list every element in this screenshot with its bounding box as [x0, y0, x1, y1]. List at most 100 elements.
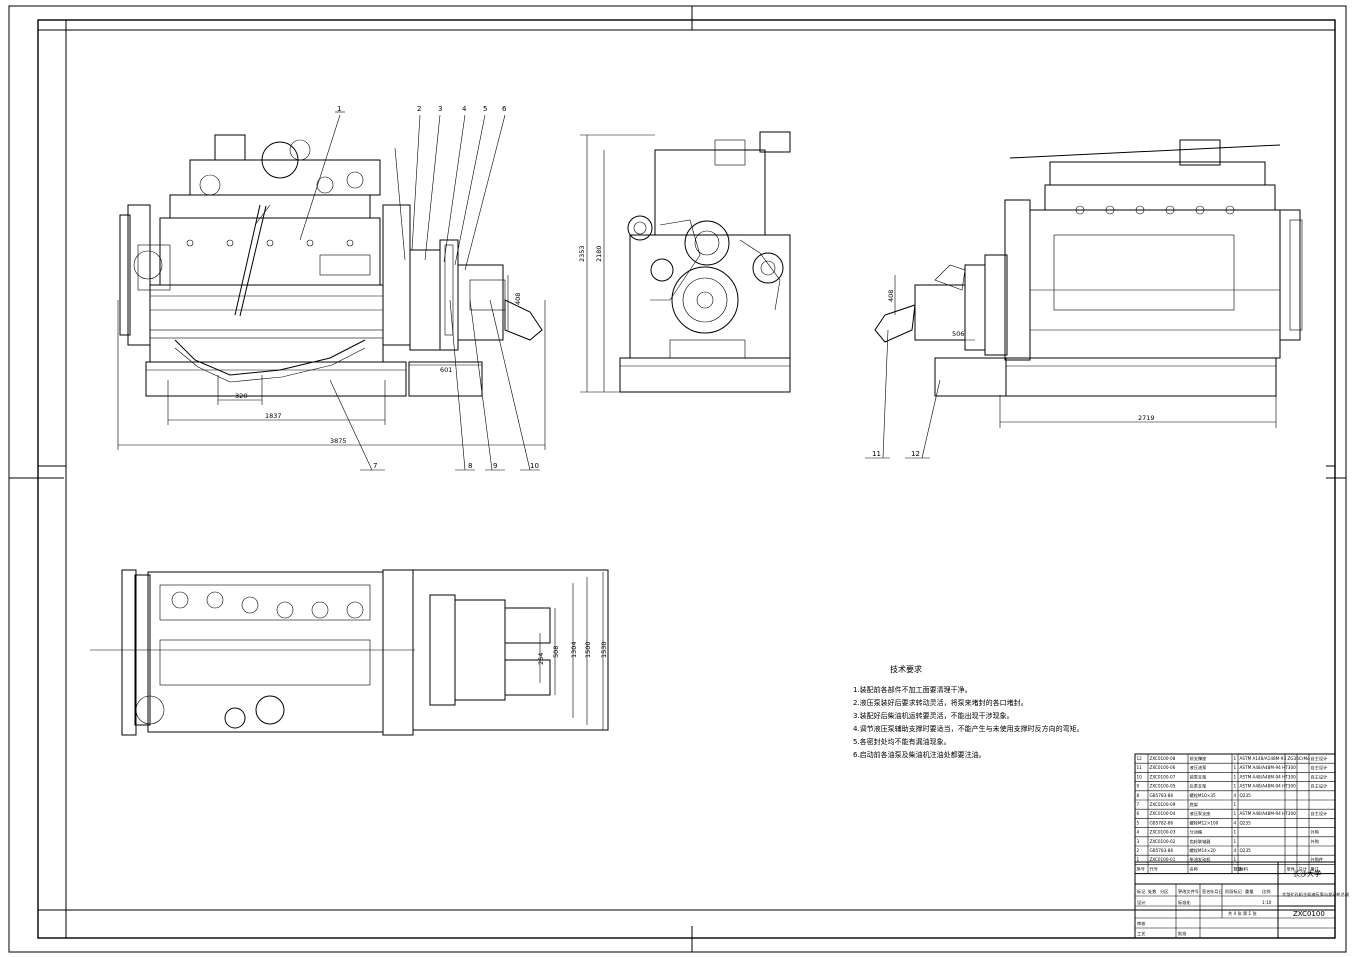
parts-row-11-note: 自主设计: [1311, 764, 1328, 771]
title-block-label: 重量: [1245, 888, 1253, 895]
dim-1530: 1530: [600, 641, 608, 658]
drawing-name: 大型扩孔机主机液压泵与发动机总成: [1282, 891, 1349, 898]
parts-row-10-material: ASTM A48/A48M-94 HT300: [1240, 774, 1297, 779]
parts-row-4-name: 分动箱: [1190, 829, 1203, 836]
parts-row-6-material: ASTM A48/A48M-94 HT300: [1240, 811, 1297, 816]
parts-header-code: 代号: [1150, 865, 1158, 872]
parts-row-4-no: 4: [1137, 830, 1140, 835]
parts-header-no: 序号: [1137, 865, 1145, 872]
title-block-label: 阶段标记: [1225, 888, 1243, 895]
parts-row-9-material: ASTM A48/A48M-94 HT300: [1240, 784, 1297, 789]
parts-row-8-no: 8: [1137, 793, 1140, 798]
parts-row-6-qty: 1: [1234, 811, 1237, 816]
title-block-label: 审核: [1137, 920, 1146, 927]
title-block-label: 年月日: [1210, 888, 1223, 895]
callout-10: 10: [530, 462, 539, 470]
parts-row-11-code: ZXC0100-06: [1150, 765, 1176, 770]
parts-row-12-code: ZXC0100-08: [1150, 756, 1176, 761]
centering-marks: [9, 6, 1346, 952]
parts-row-8-code: GB5783-86: [1150, 793, 1174, 798]
parts-row-2-material: Q235: [1240, 848, 1252, 853]
dim-408-rear: 408: [887, 290, 895, 302]
dim-408-front: 408: [514, 293, 522, 305]
dim-1304: 1304: [570, 641, 578, 658]
dim-1837: 1837: [265, 412, 282, 420]
parts-row-10-name: 前泵支架: [1190, 773, 1207, 780]
parts-row-8-qty: 4: [1234, 793, 1237, 798]
parts-row-3-note: 外购: [1311, 838, 1319, 845]
parts-header-name: 名称: [1190, 865, 1198, 872]
outer-frame: [8, 5, 1347, 953]
technical-requirements: 技术要求 1.装配前各部件不加工面要清理干净。 2.液压泵装好后要求转动灵活，将…: [853, 664, 1084, 759]
parts-row-1-no: 1: [1137, 857, 1140, 862]
parts-row-9-qty: 1: [1234, 784, 1237, 789]
title-block: 长沙大学 大型扩孔机主机液压泵与发动机总成 ZXC0100 1:10 共 4 张…: [1134, 861, 1349, 939]
dim-506: 506: [952, 330, 964, 338]
parts-row-4-code: ZXC0100-03: [1150, 830, 1176, 835]
title-block-label: 比例: [1262, 888, 1270, 895]
parts-row-7-name: 底架: [1190, 801, 1198, 808]
dim-508: 508: [552, 646, 560, 658]
parts-row-6-no: 6: [1137, 811, 1140, 816]
tech-note-4: 4.调节液压泵辅助支撑时要适当，不能产生与未使用支撑时反方向的弯矩。: [853, 724, 1084, 733]
parts-row-4-note: 外购: [1311, 829, 1319, 836]
tech-note-3: 3.装配好后柴油机运转要灵活，不能出现干涉现象。: [853, 711, 1014, 720]
parts-row-5-material: Q235: [1240, 820, 1252, 825]
parts-row-11-qty: 1: [1234, 765, 1237, 770]
title-block-label: 处数: [1148, 888, 1157, 895]
parts-row-11-name: 液压油泵: [1190, 764, 1207, 771]
callout-11: 11: [872, 450, 881, 458]
parts-row-6-code: ZXC0100-04: [1150, 811, 1176, 816]
parts-row-8-material: Q235: [1240, 793, 1252, 798]
parts-row-3-name: 齿轮联轴器: [1190, 838, 1212, 845]
parts-row-5-name: 螺栓M12×100: [1190, 819, 1219, 826]
parts-row-7-code: ZXC0100-09: [1150, 802, 1176, 807]
parts-row-9-note: 自主设计: [1311, 783, 1328, 790]
callout-4: 4: [462, 105, 467, 113]
parts-row-9-code: ZXC0100-05: [1150, 784, 1176, 789]
title-block-label: 签名: [1202, 888, 1210, 895]
parts-row-12-qty: 1: [1234, 756, 1237, 761]
parts-row-10-qty: 1: [1234, 774, 1237, 779]
parts-row-11-no: 11: [1137, 765, 1143, 770]
parts-row-2-qty: 4: [1234, 848, 1237, 853]
parts-row-7-no: 7: [1137, 802, 1140, 807]
parts-row-3-no: 3: [1137, 839, 1140, 844]
parts-row-3-code: ZXC0100-02: [1150, 839, 1176, 844]
scale-value: 1:10: [1262, 900, 1272, 905]
callout-3: 3: [438, 105, 442, 113]
end-view: [580, 131, 791, 393]
parts-row-12-no: 12: [1137, 756, 1143, 761]
dim-2353: 2353: [578, 245, 586, 262]
parts-row-9-name: 后泵支架: [1190, 783, 1207, 790]
dim-601: 601: [440, 366, 452, 374]
parts-row-2-no: 2: [1137, 848, 1140, 853]
parts-row-1-note: 外购件: [1311, 856, 1324, 863]
rear-view: [865, 139, 1303, 459]
title-block-label: 设计: [1137, 899, 1145, 906]
drawing-number: ZXC0100: [1293, 910, 1325, 918]
top-view: [90, 569, 609, 736]
callout-8: 8: [468, 462, 472, 470]
parts-header-material: 材料: [1240, 865, 1249, 872]
dim-3875: 3875: [330, 437, 347, 445]
parts-row-9-no: 9: [1137, 784, 1140, 789]
parts-row-12-name: 前支撑座: [1190, 755, 1207, 762]
parts-header-qty: 数量: [1234, 865, 1242, 872]
parts-row-10-note: 自主设计: [1311, 773, 1328, 780]
callout-9: 9: [493, 462, 497, 470]
parts-header-unit: 单件: [1287, 865, 1295, 872]
parts-row-5-qty: 4: [1234, 820, 1237, 825]
parts-row-11-material: ASTM A48/A48M-94 HT300: [1240, 765, 1297, 770]
title-block-label: 工艺: [1137, 931, 1145, 936]
title-block-label: 标记: [1137, 888, 1146, 895]
parts-row-6-note: 自主设计: [1311, 810, 1328, 817]
parts-row-2-code: GB5783-86: [1150, 848, 1174, 853]
tech-notes-title: 技术要求: [890, 664, 922, 674]
dim-2719: 2719: [1138, 414, 1155, 422]
callout-2: 2: [417, 105, 421, 113]
title-block-label: 更改文件号: [1178, 888, 1199, 895]
parts-row-1-qty: 1: [1234, 857, 1237, 862]
callout-1: 1: [337, 105, 341, 113]
